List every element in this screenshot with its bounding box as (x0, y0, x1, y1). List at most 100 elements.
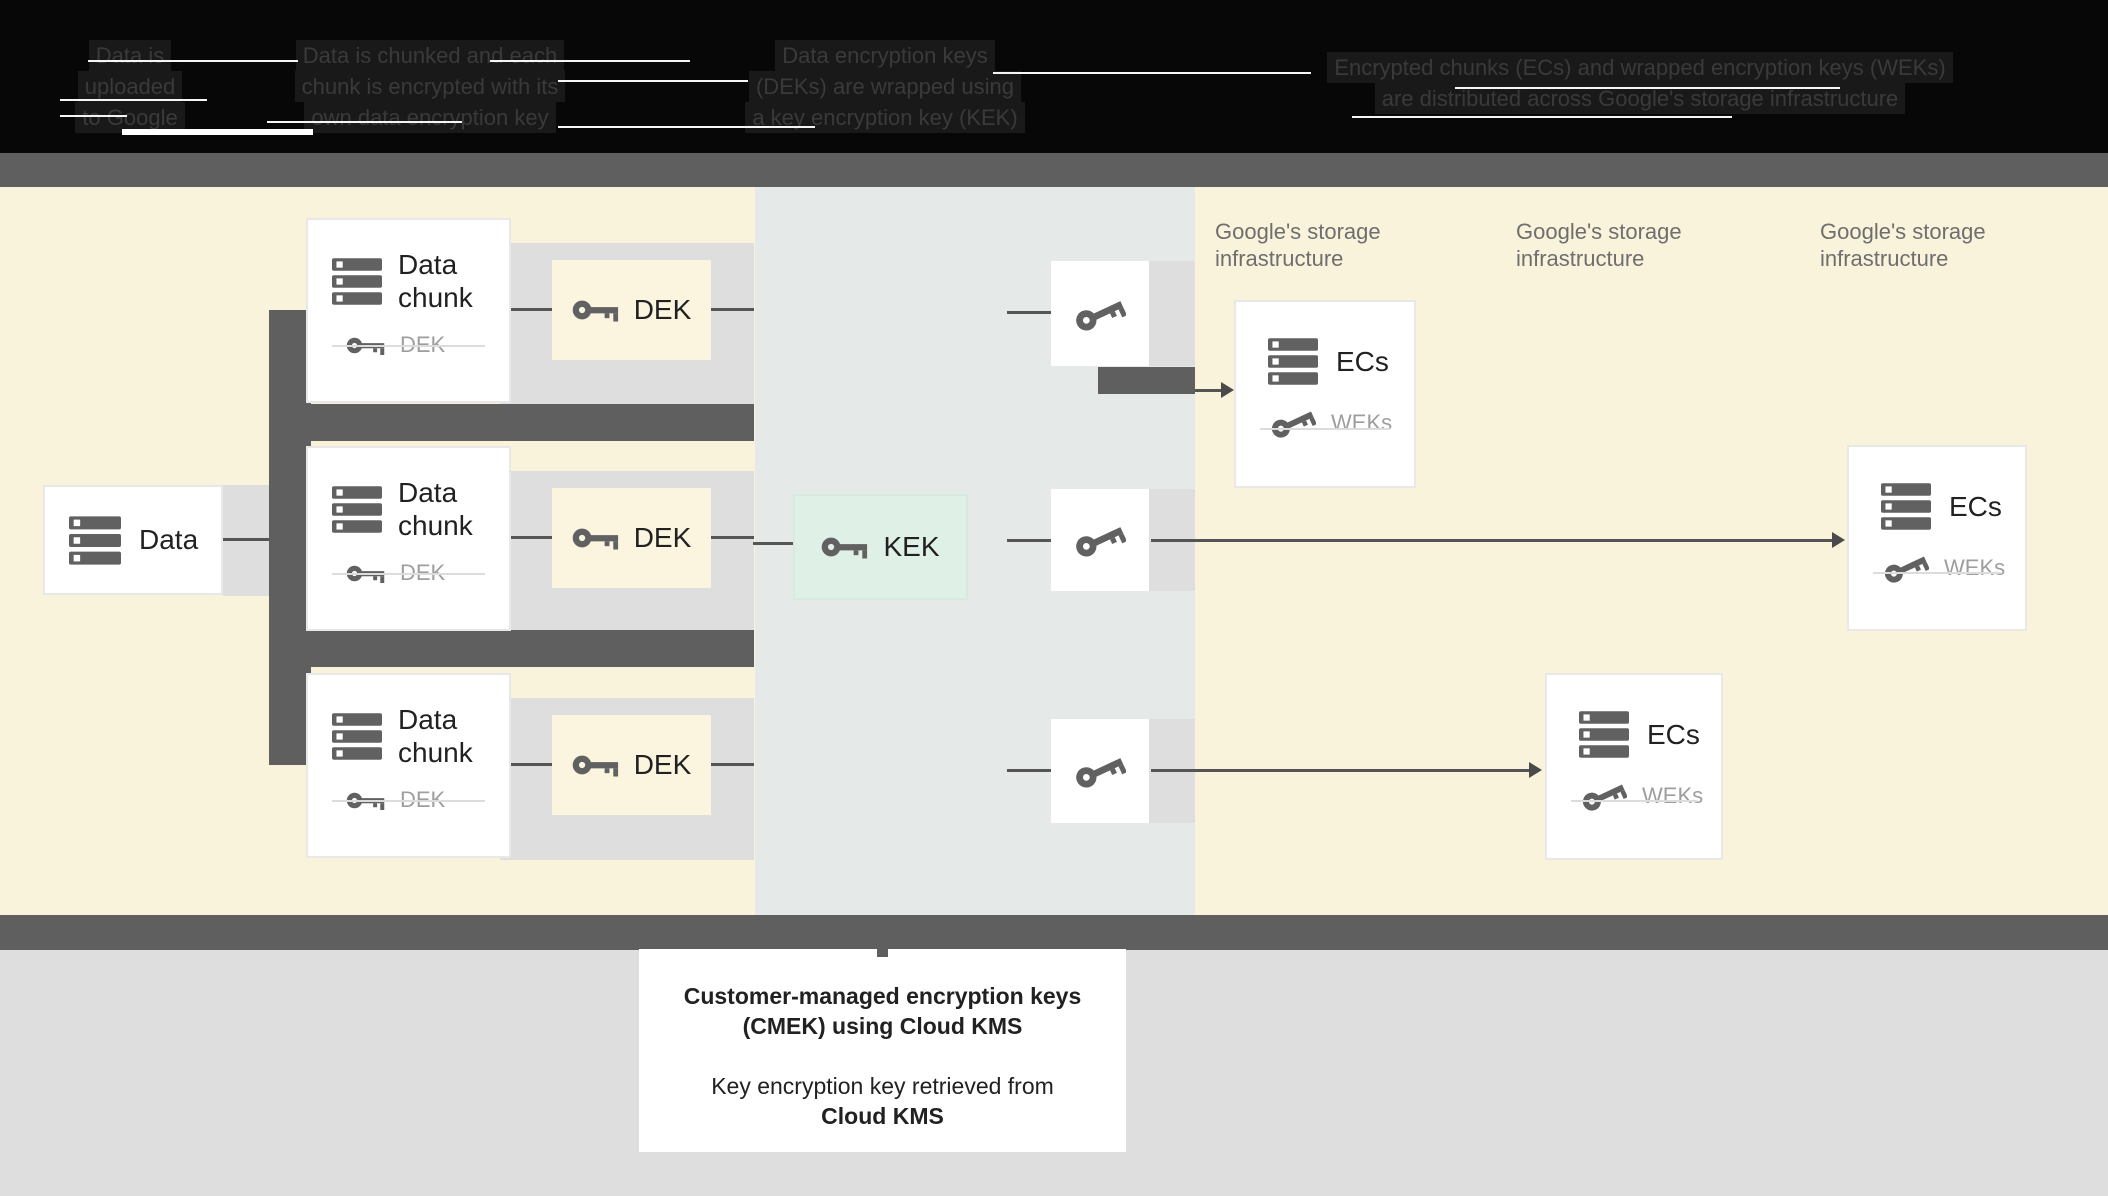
ecs-divider (1571, 800, 1697, 802)
header-caption-wrapping: Data encryption keys (DEKs) are wrapped … (725, 40, 1045, 133)
arrow-head (1832, 532, 1845, 548)
branch-bar-lower (290, 630, 754, 667)
chunk-key-label: DEK (400, 787, 446, 812)
tilted-key-icon (1271, 411, 1316, 438)
caption-line: (CMEK) using Cloud KMS (742, 1013, 1023, 1039)
caption-leader-tick (877, 947, 888, 957)
connector-line (711, 308, 754, 311)
arrow-head (1529, 762, 1542, 778)
header-artifact-line (267, 121, 462, 123)
connector-line (711, 536, 754, 539)
ecs-box: ECs WEKs (1234, 300, 1416, 488)
storage-infrastructure-label: Google's storage infrastructure (1215, 219, 1381, 271)
ecs-label: ECs (1647, 718, 1700, 750)
connector-line (1007, 539, 1051, 542)
tilted-key-icon (1582, 784, 1627, 811)
header-caption-distribution: Encrypted chunks (ECs) and wrapped encry… (1280, 52, 2000, 114)
header-artifact-line (60, 115, 127, 117)
kek-label: KEK (883, 531, 940, 562)
separator-band-top (0, 153, 2108, 187)
database-icon (69, 515, 121, 565)
header-caption-line: Data is (88, 40, 172, 71)
header-artifact-strip (122, 129, 313, 135)
storage-infrastructure-label: Google's storage infrastructure (1516, 219, 1682, 271)
dek-label: DEK (633, 522, 692, 553)
tilted-key-icon (1076, 758, 1126, 788)
dek-box: DEK (552, 715, 711, 815)
header-artifact-line (88, 60, 298, 62)
chunk-divider (332, 345, 485, 347)
tilted-key-icon (1076, 300, 1126, 331)
header-caption-line: uploaded (77, 71, 183, 102)
arrow-head (1221, 382, 1234, 398)
weks-label: WEKs (1331, 410, 1393, 435)
branch-bar-upper (290, 404, 754, 441)
caption-card: Customer-managed encryption keys (CMEK) … (639, 949, 1126, 1152)
header-caption-upload: Data is uploaded to Google (30, 40, 230, 133)
connector-line (511, 763, 552, 766)
header-artifact-line (490, 60, 690, 62)
header-artifact-line (1455, 87, 1840, 89)
database-icon (1881, 483, 1931, 530)
chunk-key-label: DEK (400, 560, 446, 585)
ecs-label: ECs (1336, 345, 1389, 377)
kek-box: KEK (793, 494, 968, 600)
header-artifact-line (993, 72, 1311, 74)
dek-label: DEK (633, 294, 692, 325)
caption-line: Customer-managed encryption keys (683, 983, 1082, 1009)
caption-line: Key encryption key retrieved from (711, 1073, 1054, 1099)
database-icon (1579, 711, 1629, 758)
ecs-label: ECs (1949, 490, 2002, 522)
header-caption-line: Data encryption keys (775, 40, 995, 71)
wrap-key-box (1051, 719, 1149, 823)
header-artifact-line (558, 80, 748, 82)
arrow-line (1151, 539, 1834, 542)
branch-trunk (269, 310, 311, 765)
ecs-box: ECs WEKs (1545, 673, 1723, 860)
page-header: Data is uploaded to Google Data is chunk… (0, 0, 2108, 153)
weks-label: WEKs (1944, 555, 2006, 580)
keybox-shadow (1149, 261, 1195, 366)
header-caption-line: a key encryption key (KEK) (745, 102, 1025, 133)
chunk-divider (332, 800, 485, 802)
header-caption-line: Data is chunked and each (295, 40, 565, 71)
key-icon (572, 755, 618, 777)
header-artifact-line (60, 99, 207, 101)
database-icon (1268, 338, 1318, 385)
connector-line (753, 542, 793, 545)
header-artifact-line (1352, 116, 1732, 118)
key-icon (822, 537, 868, 559)
separator-band-bottom (0, 915, 2108, 950)
header-caption-line: chunk is encrypted with its (294, 71, 566, 102)
connector-line (511, 536, 552, 539)
ecs-box: ECs WEKs (1847, 445, 2027, 631)
connector-line (1007, 311, 1051, 314)
wrap-key-box (1051, 489, 1149, 591)
connector-line (511, 308, 552, 311)
ecs-divider (1873, 572, 2001, 574)
header-caption-line: Encrypted chunks (ECs) and wrapped encry… (1327, 52, 1953, 83)
caption-line: Cloud KMS (821, 1103, 944, 1129)
data-box-label: Data (139, 524, 199, 555)
tilted-key-icon (1076, 527, 1126, 557)
dek-label: DEK (633, 749, 692, 780)
weks-label: WEKs (1642, 783, 1704, 808)
database-icon (332, 712, 382, 760)
header-caption-chunking: Data is chunked and each chunk is encryp… (270, 40, 590, 133)
dek-box: DEK (552, 488, 711, 588)
chunk-divider (332, 573, 485, 575)
header-caption-line: own data encryption key (304, 102, 556, 133)
connector-line (711, 763, 754, 766)
header-caption-line: to Google (75, 102, 185, 133)
key-icon (572, 528, 618, 550)
connector-line (1007, 769, 1051, 772)
connector-line (223, 538, 269, 541)
data-box: Data (43, 485, 223, 595)
